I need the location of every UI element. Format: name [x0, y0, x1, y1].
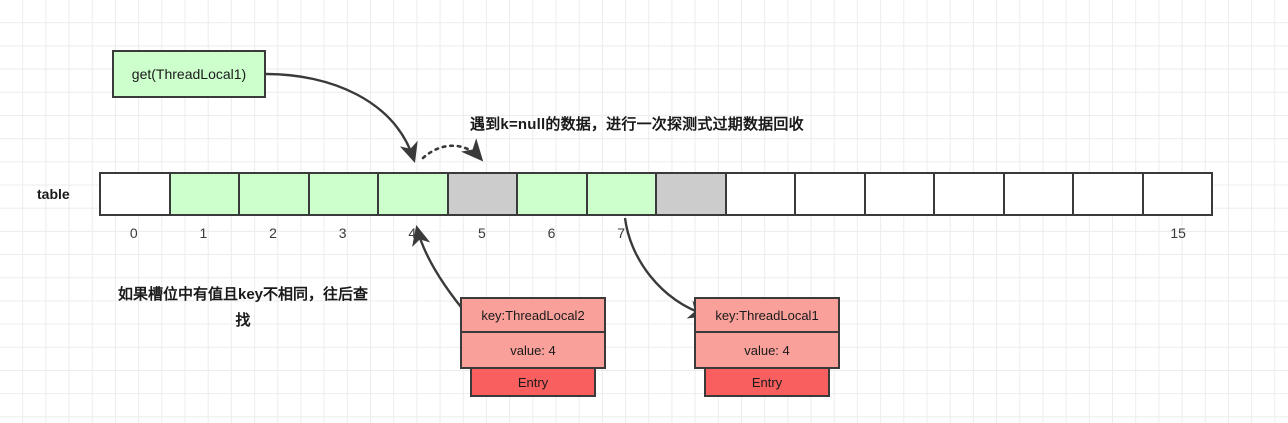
table-slot-2[interactable] [240, 174, 310, 214]
get-callout-label: get(ThreadLocal1) [131, 66, 247, 82]
table-slot-6[interactable] [518, 174, 588, 214]
slot-index-label-14 [1074, 223, 1144, 243]
table-slot-12[interactable] [935, 174, 1005, 214]
slot-index-label-6: 6 [547, 225, 556, 241]
table-slot-8[interactable] [657, 174, 727, 214]
table-slot-15[interactable] [1143, 174, 1211, 214]
slot-index-label-15: 15 [1170, 225, 1186, 241]
slot-index-label-13 [1004, 223, 1074, 243]
slot-index-row: 0 1 2 3 4 5 6 7 15 [99, 223, 1213, 243]
table-slot-4[interactable] [379, 174, 449, 214]
table-slot-1[interactable] [170, 174, 240, 214]
slot-index-label-10 [795, 223, 865, 243]
slot-index-label-7: 7 [617, 225, 626, 241]
slot-index-label-11 [865, 223, 935, 243]
table-slot-0[interactable] [101, 174, 171, 214]
slot-index-label-1: 1 [199, 225, 208, 241]
entry-key-cell: key:ThreadLocal2 [460, 297, 606, 333]
entry-card-threadlocal1[interactable]: key:ThreadLocal1 value: 4 Entry [694, 297, 840, 399]
entry-value-cell: value: 4 [460, 333, 606, 369]
entry-type-tag: Entry [470, 367, 596, 397]
arrow-slot4-to-slot5-dotted [421, 138, 484, 162]
slot-index-label-9 [726, 223, 796, 243]
slot-index-label-3: 3 [338, 225, 347, 241]
entry-value-cell: value: 4 [694, 333, 840, 369]
slot-index-label-8 [656, 223, 726, 243]
table-slot-3[interactable] [309, 174, 379, 214]
entry-card-threadlocal2[interactable]: key:ThreadLocal2 value: 4 Entry [460, 297, 606, 399]
entry-key-cell: key:ThreadLocal1 [694, 297, 840, 333]
slot-index-label-4: 4 [408, 225, 417, 241]
table-slot-14[interactable] [1074, 174, 1144, 214]
table-slot-9[interactable] [726, 174, 796, 214]
table-label: table [37, 186, 70, 202]
table-slot-10[interactable] [796, 174, 866, 214]
slot-index-label-5: 5 [478, 225, 486, 241]
table-slot-7[interactable] [587, 174, 657, 214]
entry-type-tag: Entry [704, 367, 830, 397]
table-slot-5[interactable] [448, 174, 518, 214]
slot-index-label-12 [935, 223, 1005, 243]
table-slot-13[interactable] [1004, 174, 1074, 214]
hash-table-row [99, 172, 1213, 216]
arrow-get-to-slot4 [265, 72, 418, 163]
note-stale-entry-cleanup: 遇到k=null的数据，进行一次探测式过期数据回收 [470, 116, 804, 133]
slot-index-label-0: 0 [129, 225, 138, 241]
get-threadlocal-callout[interactable]: get(ThreadLocal1) [112, 50, 266, 98]
note-linear-probe: 如果槽位中有值且key不相同，往后查找 [117, 286, 369, 329]
table-slot-11[interactable] [865, 174, 935, 214]
slot-index-label-2: 2 [269, 225, 277, 241]
